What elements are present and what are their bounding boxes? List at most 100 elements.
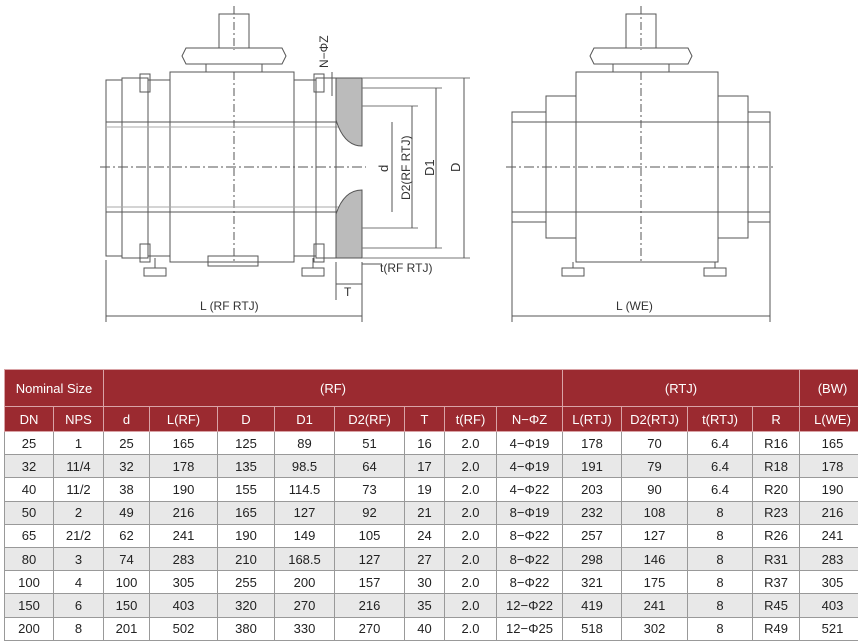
table-cell: 302 [621,616,688,641]
t-label: t(RF RTJ) [380,261,432,275]
table-cell: R20 [751,477,801,502]
table-cell: 8 [687,616,753,641]
table-cell: 90 [621,477,688,502]
flanged-valve-view [100,6,470,322]
table-cell: 232 [562,500,622,525]
table-cell: 380 [217,616,275,641]
table-cell: 50 [4,500,54,525]
valve-drawing: N−ΦZ d D2(RF RTJ) D1 D t(RF RTJ) T L (RF… [100,6,776,322]
table-cell: 135 [217,454,275,479]
table-cell: 32 [4,454,54,479]
table-cell: 200 [274,570,335,595]
table-cell: 165 [217,500,275,525]
table-cell: 150 [4,593,54,618]
table-cell: 8 [53,616,104,641]
weld-end-valve-view [506,6,776,322]
table-cell: 4 [53,570,104,595]
table-cell: 127 [274,500,335,525]
column-header: D [217,406,275,432]
table-cell: 305 [799,570,858,595]
column-header: D1 [274,406,335,432]
column-header: N−ΦZ [496,406,563,432]
table-cell: 2.0 [444,523,497,548]
table-cell: 283 [799,546,858,572]
table-cell: R45 [751,593,801,618]
table-cell: 146 [621,546,688,572]
table-cell: 241 [621,593,688,618]
table-cell: 270 [274,593,335,618]
table-cell: 165 [799,430,858,456]
table-cell: 100 [4,570,54,595]
table-cell: 216 [334,593,405,618]
table-cell: 201 [103,616,150,641]
table-cell: 92 [334,500,405,525]
column-header: d [103,406,150,432]
table-cell: 8 [687,546,753,572]
table-cell: R26 [751,523,801,548]
table-cell: 2.0 [444,570,497,595]
table-cell: 16 [404,430,445,456]
table-cell: 155 [217,477,275,502]
table-cell: 216 [149,500,218,525]
table-cell: 24 [404,523,445,548]
table-cell: 108 [621,500,688,525]
table-cell: 89 [274,430,335,456]
table-cell: 8 [687,570,753,595]
l-rf-label: L (RF RTJ) [200,299,259,313]
table-cell: 8−Φ22 [496,570,563,595]
column-header: D2(RF) [334,406,405,432]
table-cell: 321 [562,570,622,595]
table-cell: 257 [562,523,622,548]
group-bw: (BW) [799,369,858,407]
table-cell: 1 [53,430,104,456]
table-cell: R37 [751,570,801,595]
table-cell: 35 [404,593,445,618]
table-cell: 191 [562,454,622,479]
table-cell: 74 [103,546,150,572]
table-cell: 200 [4,616,54,641]
column-header: t(RF) [444,406,497,432]
table-cell: 2.0 [444,430,497,456]
table-cell: 11/2 [53,477,104,502]
d-label: d [376,165,391,172]
table-cell: 8−Φ22 [496,546,563,572]
table-cell: 79 [621,454,688,479]
table-cell: 4−Φ19 [496,454,563,479]
table-cell: R31 [751,546,801,572]
table-cell: 320 [217,593,275,618]
table-cell: 98.5 [274,454,335,479]
table-cell: 241 [149,523,218,548]
table-cell: 80 [4,546,54,572]
table-cell: 127 [334,546,405,572]
table-cell: 2.0 [444,454,497,479]
table-cell: 3 [53,546,104,572]
table-cell: 51 [334,430,405,456]
table-cell: 21/2 [53,523,104,548]
table-cell: 100 [103,570,150,595]
table-cell: R16 [751,430,801,456]
table-cell: 190 [149,477,218,502]
l-we-label: L (WE) [616,299,653,313]
table-cell: 190 [799,477,858,502]
table-cell: 283 [149,546,218,572]
table-cell: R23 [751,500,801,525]
table-cell: 105 [334,523,405,548]
group-rf: (RF) [103,369,563,407]
table-cell: 2.0 [444,616,497,641]
table-cell: 210 [217,546,275,572]
table-cell: 8 [687,593,753,618]
table-cell: 502 [149,616,218,641]
column-header: L(WE) [799,406,858,432]
table-cell: 8 [687,523,753,548]
table-cell: 64 [334,454,405,479]
table-cell: 49 [103,500,150,525]
table-cell: R49 [751,616,801,641]
column-header: t(RTJ) [687,406,753,432]
table-cell: 168.5 [274,546,335,572]
